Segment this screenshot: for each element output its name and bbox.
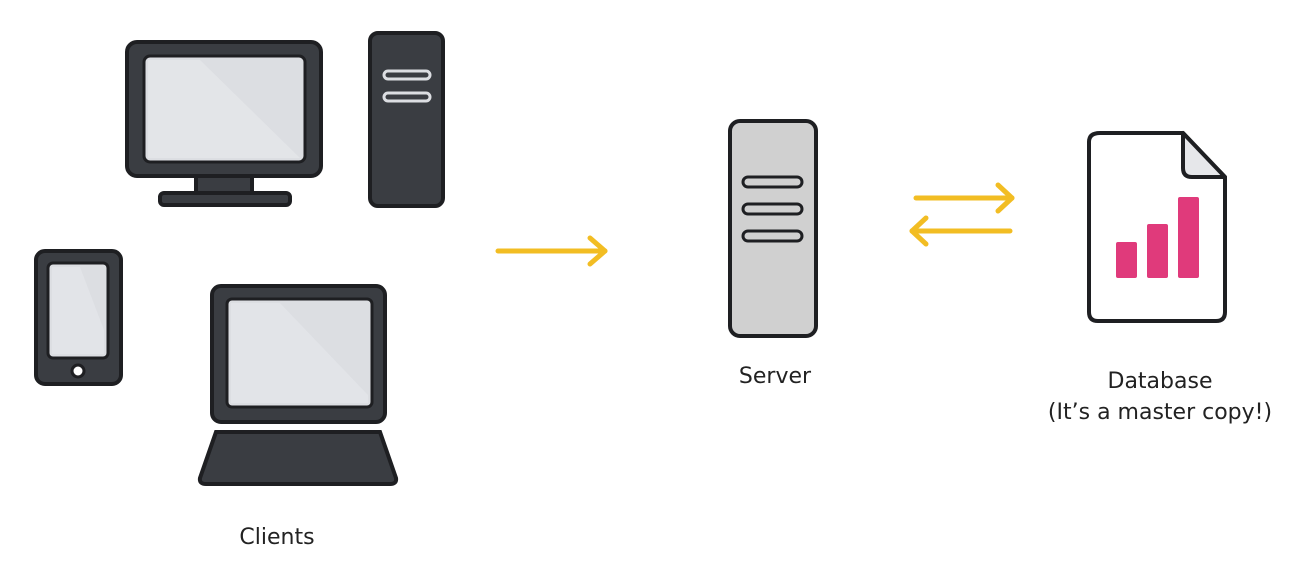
database-label: Database xyxy=(1107,369,1213,394)
desktop-monitor-icon xyxy=(125,40,323,207)
server-tower-icon xyxy=(728,119,818,338)
clients-label: Clients xyxy=(239,525,315,550)
database-label-group: Database (It’s a master copy!) xyxy=(1010,366,1309,428)
tablet-icon xyxy=(34,249,123,386)
server-to-database-arrow xyxy=(913,182,1015,214)
server-label: Server xyxy=(738,364,812,389)
database-note: (It’s a master copy!) xyxy=(1047,400,1273,425)
database-to-server-arrow xyxy=(909,215,1013,247)
document-bar-chart-icon xyxy=(1087,131,1227,323)
clients-to-server-arrow xyxy=(495,235,608,267)
tower-pc-icon xyxy=(368,31,445,208)
laptop-icon xyxy=(197,284,399,486)
